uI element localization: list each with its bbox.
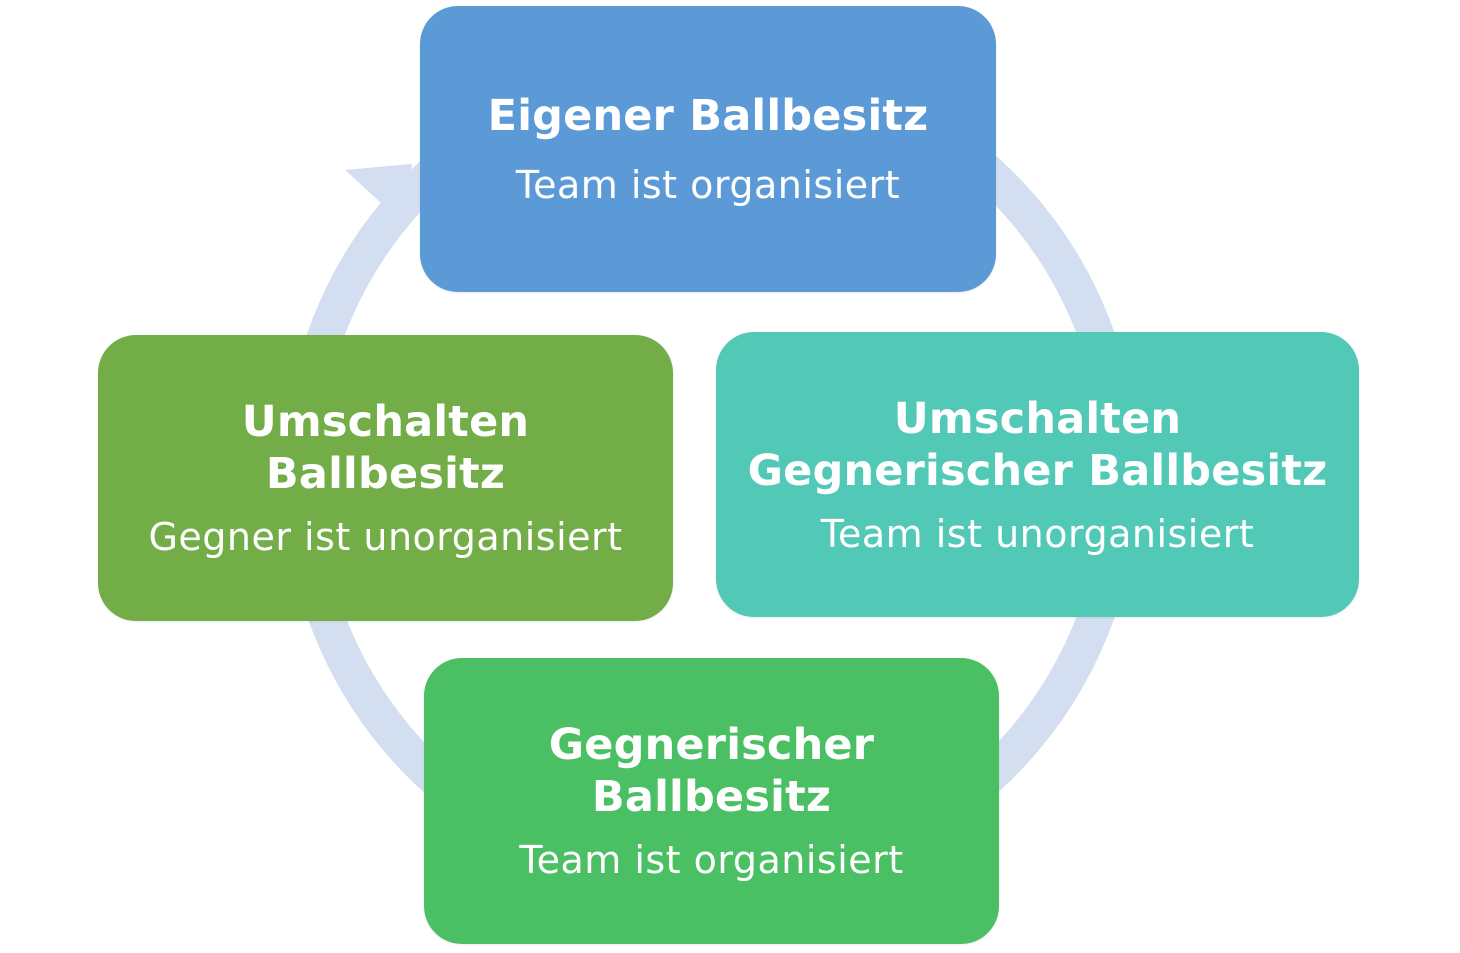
phase-own-possession: Eigener Ballbesitz Team ist organisiert [420,6,996,292]
phase-own-possession-title: Eigener Ballbesitz [488,90,929,142]
phase-opponent-possession-title-line-2: Ballbesitz [591,772,832,822]
phase-transition-own-possession-title-line-1: Umschalten [241,397,530,447]
phase-transition-opponent-possession-subtitle: Team ist unorganisiert [820,511,1255,556]
phase-transition-opponent-possession: Umschalten Gegnerischer Ballbesitz Team … [716,332,1359,617]
phase-transition-own-possession-subtitle: Gegner ist unorganisiert [148,515,623,559]
phase-opponent-possession: Gegnerischer Ballbesitz Team ist organis… [424,658,999,944]
phase-opponent-possession-subtitle: Team ist organisiert [519,838,904,882]
phase-transition-own-possession-title-line-2: Ballbesitz [265,449,506,499]
phase-transition-own-possession: Umschalten Ballbesitz Gegner ist unorgan… [98,335,673,621]
phase-transition-opponent-possession-title-line-2: Gegnerischer Ballbesitz [747,445,1328,496]
phase-opponent-possession-title: Gegnerischer Ballbesitz [549,719,874,823]
cycle-arrowhead-icon [345,164,412,225]
phase-opponent-possession-title-line-1: Gegnerischer [548,720,875,770]
phase-own-possession-subtitle: Team ist organisiert [515,163,901,207]
phase-transition-opponent-possession-title-line-1: Umschalten [893,393,1182,444]
phase-transition-opponent-possession-title: Umschalten Gegnerischer Ballbesitz [748,393,1328,497]
phase-transition-own-possession-title: Umschalten Ballbesitz [242,396,530,500]
phase-own-possession-title-line-1: Eigener Ballbesitz [487,91,929,141]
